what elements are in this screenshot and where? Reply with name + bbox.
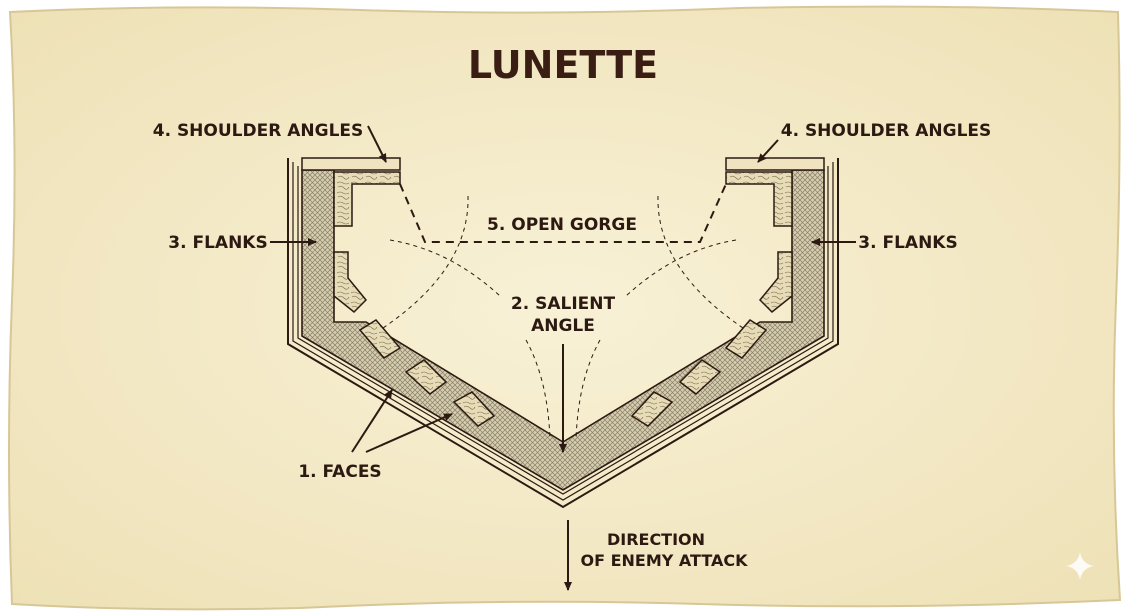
label-flanks-right: 3. FLANKS <box>858 233 957 253</box>
label-open-gorge: 5. OPEN GORGE <box>487 215 637 235</box>
label-faces: 1. FACES <box>298 462 381 482</box>
label-salient-angle-1: 2. SALIENT <box>511 294 616 314</box>
label-salient-angle-2: ANGLE <box>531 316 595 336</box>
label-shoulder-angles-right: 4. SHOULDER ANGLES <box>781 121 992 141</box>
leader-arrows <box>270 125 856 591</box>
fire-arc-curves <box>379 195 747 441</box>
diagram-title: LUNETTE <box>468 43 658 87</box>
gorge-line <box>399 183 727 243</box>
parapet-blocks <box>333 171 793 427</box>
label-direction-1: DIRECTION <box>607 530 705 549</box>
label-shoulder-angles-left: 4. SHOULDER ANGLES <box>153 121 364 141</box>
sparkle-icon <box>1066 552 1094 580</box>
rampart-wall <box>301 169 825 491</box>
right-shoulder-cap <box>725 157 825 171</box>
label-flanks-left: 3. FLANKS <box>168 233 267 253</box>
left-shoulder-cap <box>301 157 401 171</box>
parchment <box>8 5 1122 611</box>
outer-contour <box>287 158 839 509</box>
label-direction-2: OF ENEMY ATTACK <box>580 551 748 570</box>
